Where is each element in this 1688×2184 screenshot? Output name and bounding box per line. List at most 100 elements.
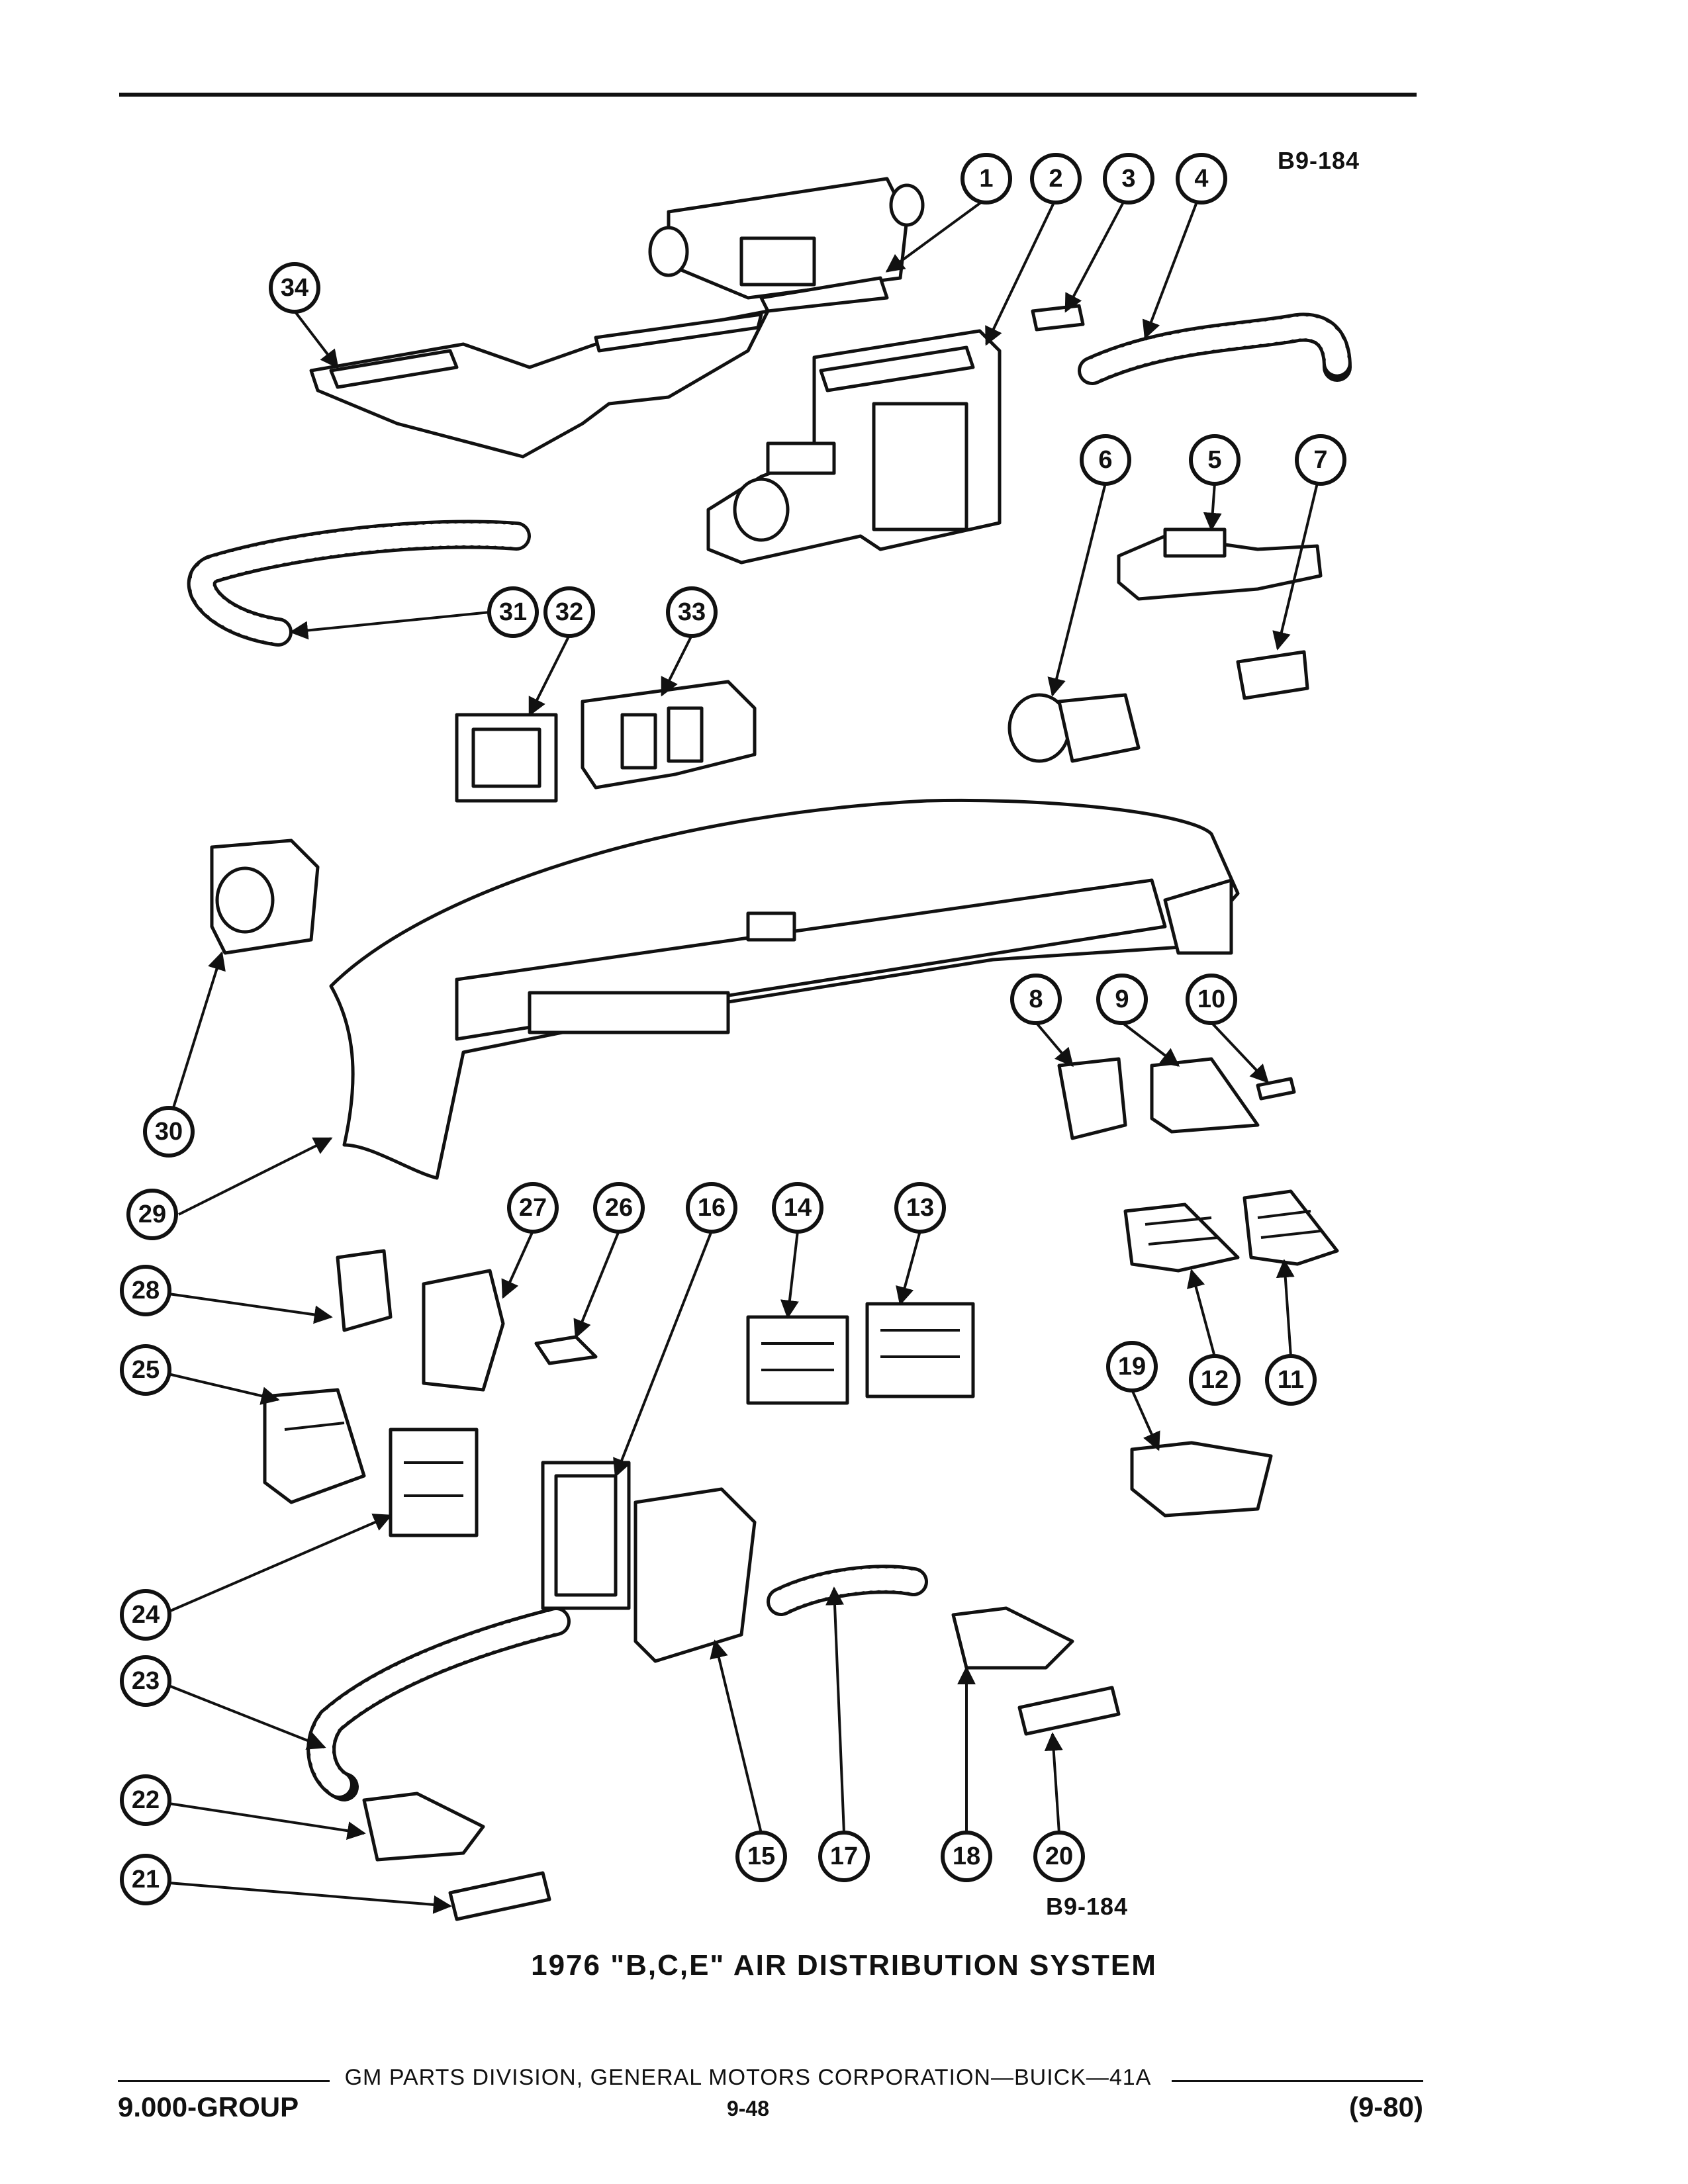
callout-13: 13 (894, 1182, 946, 1234)
callout-3: 3 (1103, 153, 1154, 205)
part-25-louver (263, 1388, 366, 1504)
svg-text:16: 16 (698, 1194, 726, 1222)
part-18-outlet (951, 1606, 1074, 1670)
part-14-louver (746, 1315, 849, 1405)
part-10-clip (1256, 1077, 1296, 1101)
svg-text:25: 25 (132, 1356, 160, 1384)
part-1-upper-duct (648, 177, 925, 313)
callout-26: 26 (593, 1182, 645, 1234)
svg-text:6: 6 (1098, 446, 1112, 474)
part-19-outlet (1130, 1441, 1273, 1518)
top-rule (119, 93, 1417, 97)
callout-8: 8 (1010, 974, 1062, 1025)
svg-text:9: 9 (1115, 985, 1129, 1013)
callout-19: 19 (1106, 1341, 1158, 1392)
part-9-vent-housing (1150, 1057, 1260, 1134)
svg-text:29: 29 (138, 1201, 166, 1228)
callout-11: 11 (1265, 1354, 1317, 1406)
part-32-frame (455, 713, 558, 803)
part-2-distribution-housing (706, 329, 1002, 565)
callout-18: 18 (941, 1831, 992, 1882)
callout-33: 33 (666, 586, 718, 638)
callout-34: 34 (269, 262, 320, 314)
part-13-louver (865, 1302, 975, 1398)
part-11-louver (1243, 1189, 1339, 1266)
footer-rule-left (118, 2080, 330, 2082)
callout-7: 7 (1295, 434, 1346, 486)
part-15-lower-housing (633, 1487, 757, 1663)
callout-27: 27 (507, 1182, 559, 1234)
svg-text:15: 15 (747, 1843, 775, 1870)
part-7-adapter (1236, 650, 1309, 700)
part-30-outlet-housing (210, 839, 320, 955)
part-16-gasket (541, 1461, 631, 1610)
diagram-caption: 1976 "B,C,E" AIR DISTRIBUTION SYSTEM (531, 1949, 1157, 1981)
callout-17: 17 (818, 1831, 870, 1882)
callout-20: 20 (1033, 1831, 1085, 1882)
footer-group: 9.000-GROUP (118, 2091, 299, 2122)
svg-text:3: 3 (1121, 165, 1135, 193)
part-34-defroster-duct (309, 309, 770, 459)
svg-text:22: 22 (132, 1786, 160, 1814)
callout-10: 10 (1186, 974, 1237, 1025)
footer-page-number: 9-48 (726, 2097, 770, 2120)
part-6-round-vent (1008, 693, 1141, 763)
callout-32: 32 (543, 586, 595, 638)
svg-text:7: 7 (1313, 446, 1327, 474)
callout-2: 2 (1030, 153, 1082, 205)
svg-text:33: 33 (678, 598, 706, 626)
part-3-seal (1031, 304, 1085, 332)
svg-text:14: 14 (784, 1194, 812, 1222)
svg-text:12: 12 (1201, 1366, 1229, 1394)
reference-code-bottom: B9-184 (1046, 1893, 1129, 1920)
part-4-hose (1078, 312, 1352, 385)
svg-text:31: 31 (499, 598, 527, 626)
svg-text:27: 27 (519, 1194, 547, 1222)
svg-text:34: 34 (281, 274, 308, 302)
part-21-grille (448, 1871, 551, 1921)
callout-29: 29 (126, 1189, 178, 1240)
callout-1: 1 (961, 153, 1012, 205)
reference-code-top: B9-184 (1278, 147, 1360, 174)
svg-text:18: 18 (953, 1843, 980, 1870)
callout-24: 24 (120, 1589, 171, 1641)
callout-6: 6 (1080, 434, 1131, 486)
part-23-hose (306, 1607, 571, 1801)
svg-text:21: 21 (132, 1866, 160, 1893)
footer-publisher: GM PARTS DIVISION, GENERAL MOTORS CORPOR… (344, 2065, 1152, 2090)
part-22-outlet (362, 1792, 485, 1862)
callout-14: 14 (772, 1182, 823, 1234)
part-8-cover (1057, 1057, 1127, 1140)
svg-text:30: 30 (155, 1118, 183, 1146)
svg-text:10: 10 (1197, 985, 1225, 1013)
callout-21: 21 (120, 1854, 171, 1905)
callout-4: 4 (1176, 153, 1227, 205)
svg-text:1: 1 (979, 165, 993, 193)
svg-text:28: 28 (132, 1277, 160, 1304)
footer-date: (9-80) (1348, 2091, 1423, 2122)
part-17-hose (767, 1565, 928, 1616)
svg-text:24: 24 (132, 1601, 160, 1629)
svg-text:17: 17 (830, 1843, 858, 1870)
callout-15: 15 (735, 1831, 787, 1882)
callout-9: 9 (1096, 974, 1148, 1025)
callout-12: 12 (1189, 1354, 1241, 1406)
callout-28: 28 (120, 1265, 171, 1316)
svg-text:19: 19 (1118, 1353, 1146, 1381)
callout-16: 16 (686, 1182, 737, 1234)
callout-31: 31 (487, 586, 539, 638)
part-29-instrument-panel (329, 798, 1240, 1180)
part-31-hose (187, 520, 531, 647)
part-26-clip (534, 1335, 598, 1365)
svg-text:23: 23 (132, 1667, 160, 1695)
svg-text:11: 11 (1278, 1366, 1304, 1394)
callout-25: 25 (120, 1344, 171, 1396)
svg-text:4: 4 (1194, 165, 1208, 193)
part-5-center-duct (1117, 527, 1323, 601)
svg-text:8: 8 (1029, 985, 1043, 1013)
callout-5: 5 (1189, 434, 1241, 486)
svg-text:26: 26 (605, 1194, 633, 1222)
part-27-vent-housing (422, 1269, 505, 1392)
svg-text:13: 13 (906, 1194, 934, 1222)
